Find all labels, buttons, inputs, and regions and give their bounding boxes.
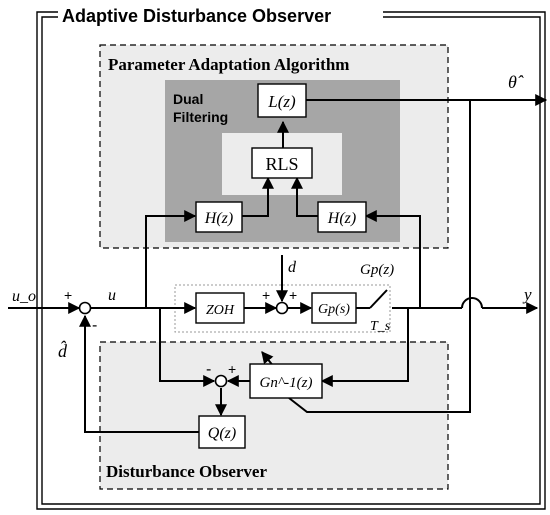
sign-sum1-top: +	[64, 287, 72, 303]
outer-frame	[36, 11, 546, 510]
block-ZOH: ZOH	[195, 292, 245, 324]
block-H-left-label: H(z)	[204, 210, 233, 227]
block-H-right: H(z)	[317, 201, 367, 233]
block-Q-label: Q(z)	[208, 425, 236, 442]
block-ZOH-label: ZOH	[206, 303, 235, 318]
label-d-hat: d̂	[58, 340, 68, 361]
sign-sum1-bottom: -	[92, 317, 97, 334]
dual-filtering-line2: Filtering	[173, 109, 228, 125]
sum-junction-disturbance	[275, 301, 289, 315]
block-RLS: RLS	[251, 147, 313, 179]
block-L: L(z)	[257, 83, 307, 118]
label-Gp-z: Gp(z)	[360, 262, 394, 278]
sign-sum2-top: +	[289, 287, 297, 303]
block-Gn-inverse: Gn^-1(z)	[249, 363, 323, 399]
block-Gp-s-label: Gp(s)	[318, 302, 350, 317]
sum-junction-observer	[214, 374, 228, 388]
label-theta-hat: θ̂	[508, 72, 524, 92]
block-H-right-label: H(z)	[327, 210, 356, 227]
label-u-o: u_o	[12, 288, 36, 305]
outer-title: Adaptive Disturbance Observer	[62, 6, 331, 26]
block-L-label: L(z)	[267, 92, 296, 111]
signal-wires	[8, 94, 548, 433]
label-T-s: T_s	[370, 319, 391, 334]
dob-title: Disturbance Observer	[106, 462, 267, 481]
sign-sum3-left: -	[206, 361, 211, 378]
sign-sum3-right: +	[228, 361, 236, 377]
label-y: y	[522, 285, 532, 304]
dual-filtering-line1: Dual	[173, 91, 203, 107]
block-RLS-label: RLS	[265, 154, 298, 174]
block-Gn-inverse-label: Gn^-1(z)	[260, 375, 313, 391]
label-u: u	[108, 287, 116, 304]
sign-sum2-left: +	[262, 287, 270, 303]
block-Q: Q(z)	[198, 415, 246, 449]
paa-title: Parameter Adaptation Algorithm	[108, 55, 349, 74]
sum-junction-input	[78, 301, 92, 315]
label-d: d	[288, 259, 297, 276]
block-Gp-s: Gp(s)	[311, 292, 357, 324]
block-H-left: H(z)	[195, 201, 243, 233]
